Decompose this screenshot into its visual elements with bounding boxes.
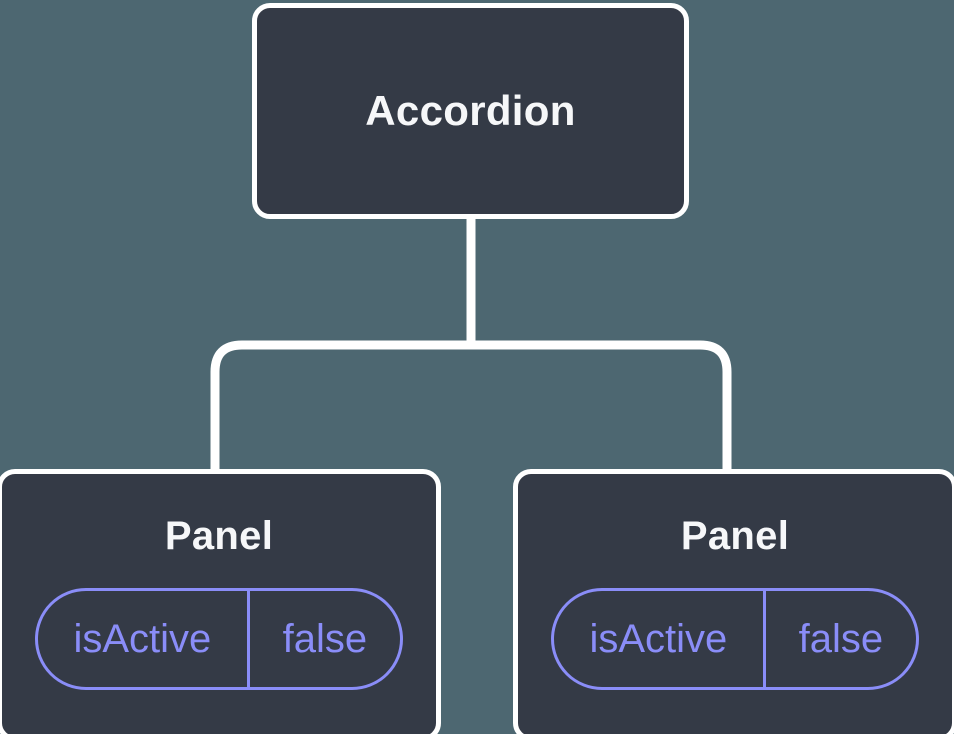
state-value: false (798, 616, 884, 661)
state-pill: isActive false (551, 588, 919, 690)
component-node-accordion: Accordion (252, 3, 689, 219)
node-label-panel: Panel (164, 514, 274, 558)
state-key: isActive (38, 591, 250, 687)
state-key: isActive (554, 591, 766, 687)
component-node-panel-left: Panel isActive false (0, 469, 441, 734)
component-node-panel-right: Panel isActive false (513, 469, 954, 734)
state-value: false (282, 616, 368, 661)
state-pill: isActive false (35, 588, 403, 690)
node-label-accordion: Accordion (365, 87, 576, 134)
connector-branch (210, 340, 732, 479)
node-label-panel: Panel (680, 514, 790, 558)
